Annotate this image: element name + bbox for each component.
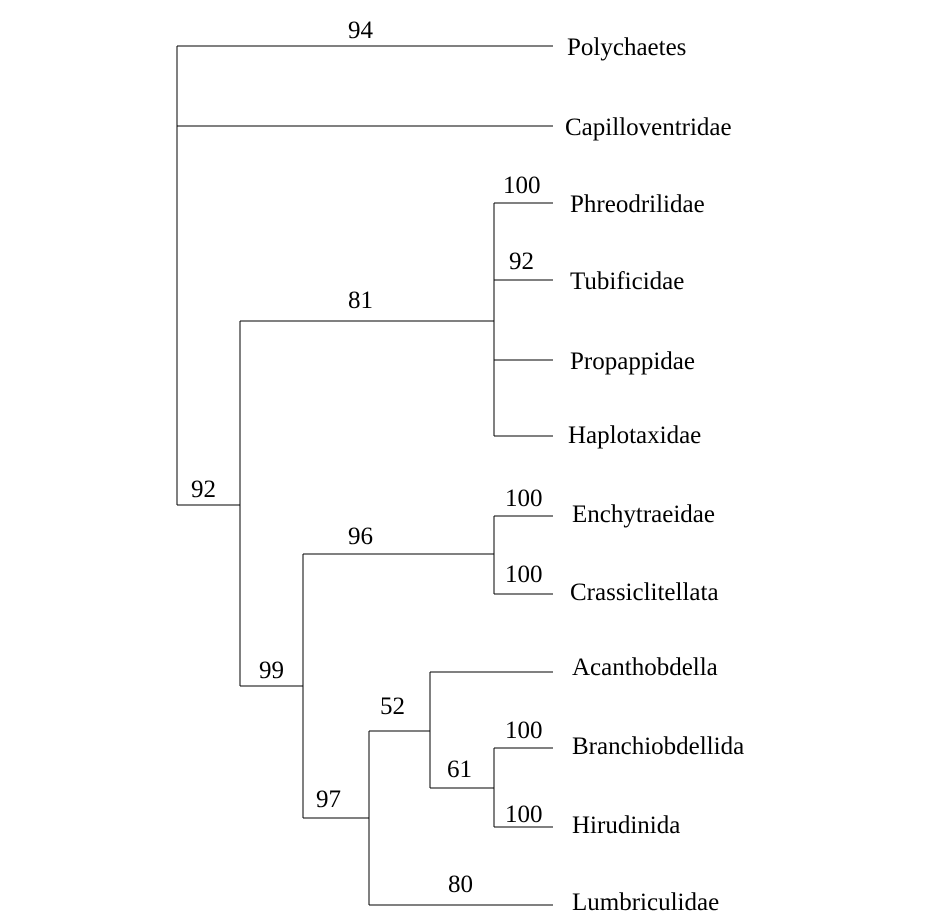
tree-branches [176,45,553,906]
taxon-label-crassiclitellata: Crassiclitellata [570,579,719,606]
support-value-clade-52: 52 [380,693,405,720]
taxon-label-haplotaxidae: Haplotaxidae [568,422,701,449]
taxon-label-hirudinida: Hirudinida [572,812,680,839]
support-value-phreodrilidae: 100 [503,172,541,199]
taxon-label-propappidae: Propappidae [570,348,695,375]
taxon-label-enchytraeidae: Enchytraeidae [572,501,715,528]
support-value-clade-99: 99 [259,657,284,684]
support-value-hirudinida: 100 [505,801,543,828]
taxon-label-polychaetes: Polychaetes [567,34,686,61]
support-values: 94 100 92 81 92 100 100 96 99 52 100 100… [191,17,543,898]
support-value-clade-81: 81 [348,287,373,314]
taxon-label-acanthobdella: Acanthobdella [572,654,718,681]
taxon-label-lumbriculidae: Lumbriculidae [572,889,719,916]
taxon-label-branchiobdellida: Branchiobdellida [572,733,744,760]
support-value-branchiobdellida: 100 [505,717,543,744]
support-value-clade-92: 92 [191,476,216,503]
taxon-label-tubificidae: Tubificidae [570,268,684,295]
support-value-tubificidae: 92 [509,248,534,275]
support-value-polychaetes: 94 [348,17,374,44]
support-value-lumbriculidae: 80 [448,871,473,898]
support-value-clade-96: 96 [348,523,373,550]
support-value-crassiclitellata: 100 [505,561,543,588]
support-value-clade-97: 97 [316,786,341,813]
support-value-clade-61: 61 [447,756,472,783]
taxon-label-phreodrilidae: Phreodrilidae [570,191,705,218]
taxon-label-capilloventridae: Capilloventridae [565,114,732,141]
support-value-enchytraeidae: 100 [505,485,543,512]
taxon-labels: Polychaetes Capilloventridae Phreodrilid… [565,34,744,916]
